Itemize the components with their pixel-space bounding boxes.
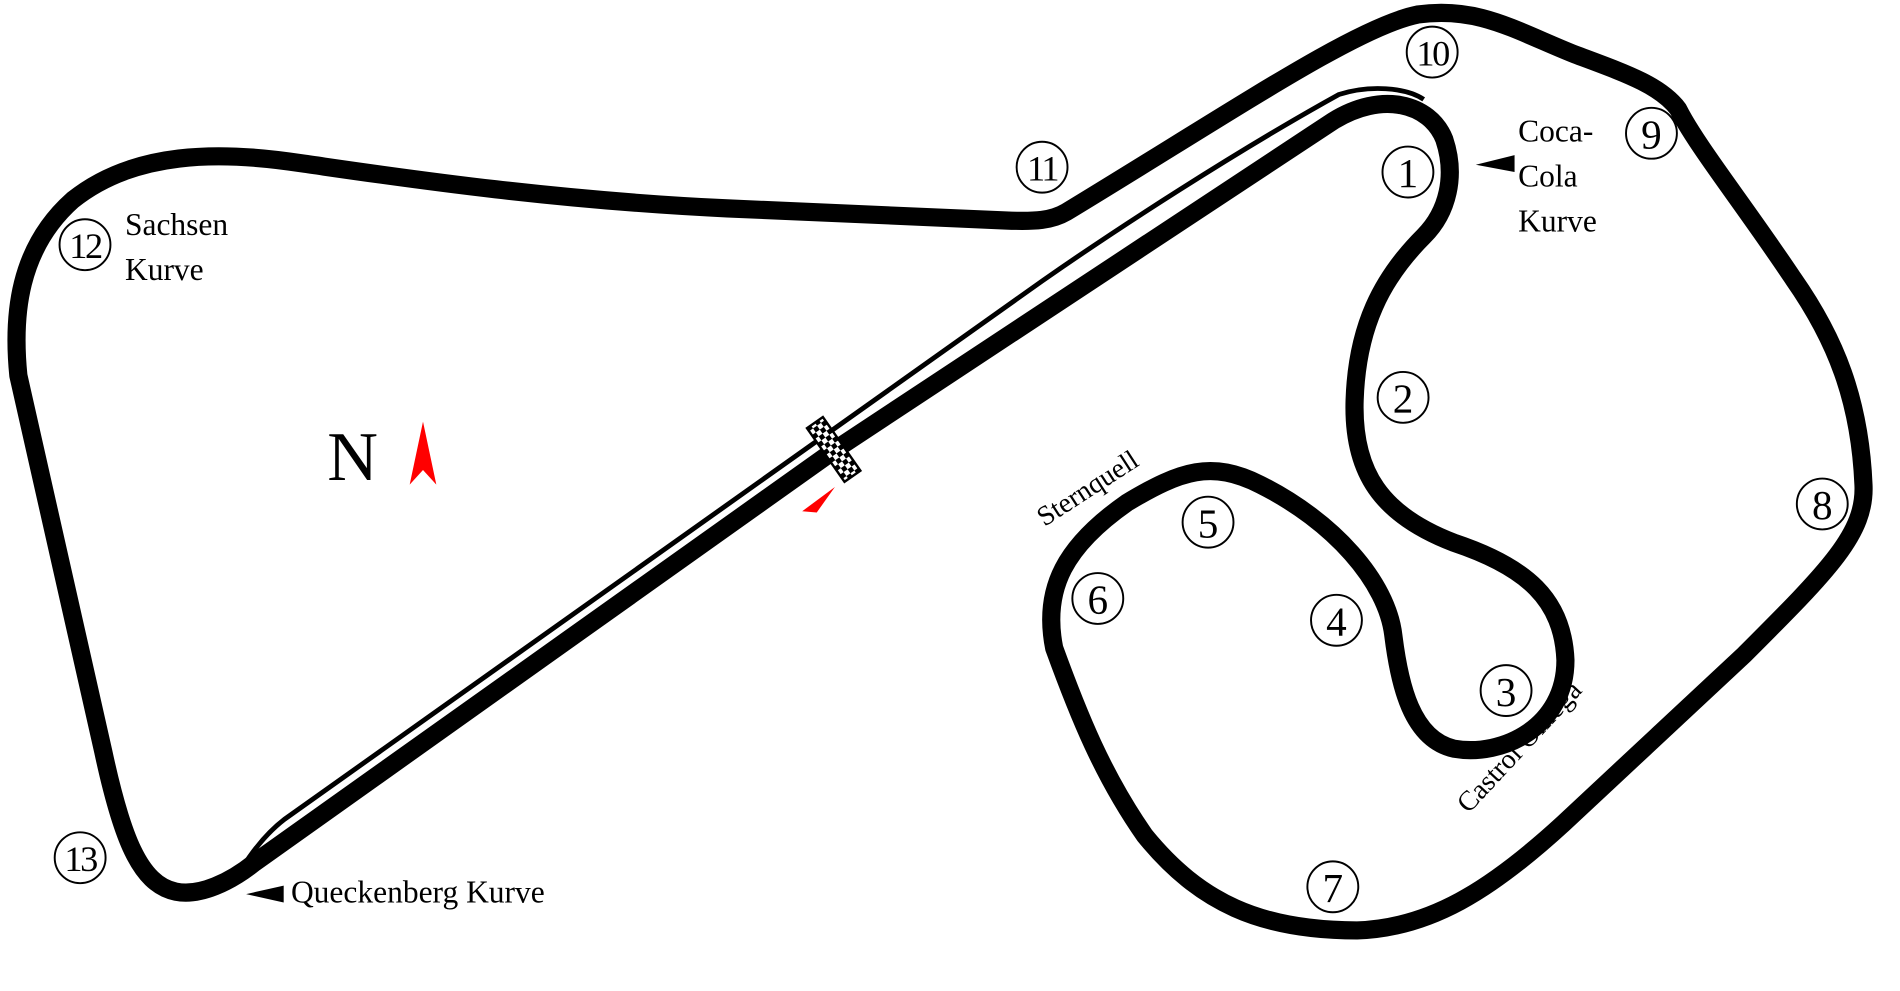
sternquell-label: Sternquell [1031,444,1144,533]
corner-marker-8: 8 [1795,477,1849,531]
corner-circle [1310,593,1363,647]
sachsen-label-2: Kurve [125,252,204,287]
corner-marker-10: 10 [1405,25,1459,79]
corner-number: 11 [1027,148,1057,188]
corner-number: 9 [1641,111,1662,157]
checkered-flag-icon [805,415,863,484]
corner-circle [1015,140,1069,194]
corner-circle [1625,106,1678,160]
corner-circle [1479,664,1533,717]
corner-marker-9: 9 [1625,106,1678,160]
corner-number: 8 [1812,482,1833,528]
north-arrow-icon [409,421,437,485]
corner-circle [53,831,107,885]
queckenberg-label: Queckenberg Kurve [291,875,545,910]
pit-lane [240,86,1426,869]
corner-circle [1376,370,1430,424]
corner-number: 12 [69,226,102,266]
corner-number: 1 [1398,150,1419,196]
corner-marker-13: 13 [53,831,107,885]
corner-marker-12: 12 [58,218,112,272]
corner-marker-2: 2 [1376,370,1430,424]
corner-marker-3: 3 [1479,664,1533,717]
corner-marker-7: 7 [1306,860,1360,914]
coca-label-2: Cola [1518,159,1577,194]
sachsen-label-1: Sachsen [125,207,228,242]
corner-marker-11: 11 [1015,140,1069,194]
coca-label-3: Kurve [1518,203,1597,238]
corner-marker-4: 4 [1310,593,1363,647]
corner-number: 3 [1496,669,1517,715]
corner-number: 4 [1326,598,1347,644]
north-label: N [327,418,378,496]
corner-number: 2 [1393,376,1414,422]
corner-number: 6 [1088,577,1109,623]
corner-number: 10 [1416,33,1449,73]
queckenberg-pointer-icon [246,885,284,903]
corner-marker-6: 6 [1071,572,1125,625]
corner-circle [58,218,112,272]
corner-circle [1381,145,1435,199]
corner-circle [1405,25,1459,79]
corner-circle [1306,860,1360,914]
corner-circle [1795,477,1849,531]
coca-label-1: Coca- [1518,114,1593,149]
track [7,3,1873,940]
corner-circle [1181,495,1235,549]
direction-arrow-icon [802,487,835,513]
corner-marker-5: 5 [1181,495,1235,549]
corner-number: 13 [64,839,97,879]
corner-number: 7 [1323,865,1344,911]
corner-marker-1: 1 [1381,145,1435,199]
coca-pointer-icon [1475,155,1515,173]
corner-circle [1071,572,1125,625]
corner-number: 5 [1198,500,1219,546]
